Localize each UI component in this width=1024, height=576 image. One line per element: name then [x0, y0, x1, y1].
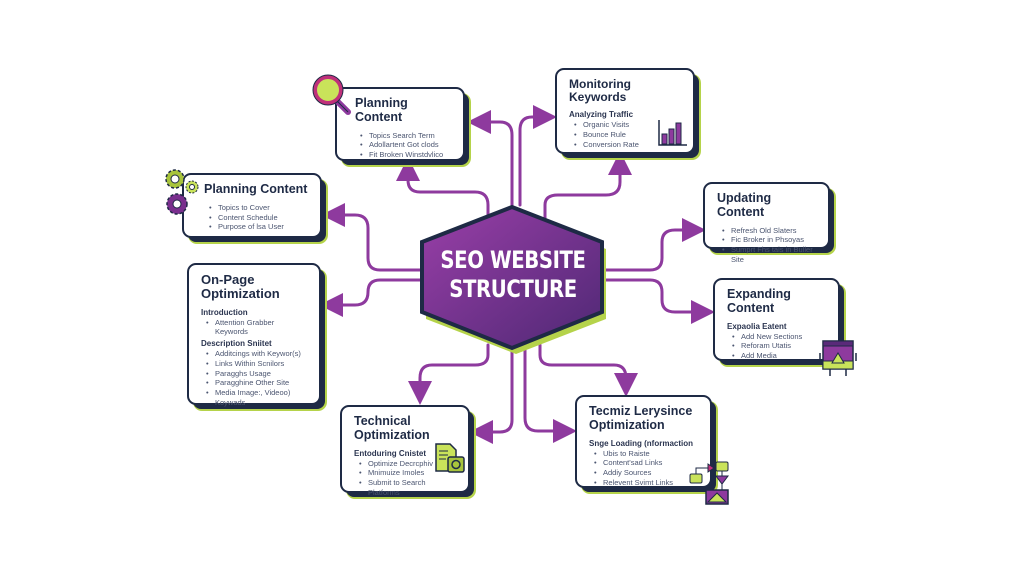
- arrow-onpage: [319, 278, 427, 317]
- gears-icon: [165, 169, 199, 215]
- list-item: Additcings with Keywor(s): [206, 349, 307, 359]
- list-item: Refresh Old Slaters: [722, 226, 816, 236]
- list-item: Reforam Utatis: [732, 341, 826, 351]
- list-item: Organic Visits: [574, 120, 681, 130]
- arrow-planning-top-side: [467, 110, 514, 207]
- card-subtitle: Snge Loading (nformaction: [589, 438, 693, 448]
- card-title: Updating Content: [717, 191, 772, 219]
- list-item: Content Schedule: [209, 213, 308, 223]
- list-item: Sumprt Fhs tais in Buller Site: [722, 245, 816, 265]
- list-item: Submit to Search Platforms: [359, 478, 456, 498]
- arrow-planning-left: [321, 203, 427, 272]
- card-title: On-Page Optimization: [201, 272, 280, 302]
- card-technical-optimization: Technical Optimization Entoduring Cniste…: [340, 405, 470, 497]
- card-subtitle: Introduction: [201, 307, 248, 317]
- card-planning-content-left: Planning Content Topics to Cover Content…: [182, 173, 322, 238]
- list-item: Conversion Rate: [574, 140, 681, 150]
- arrow-planning-top: [396, 157, 490, 217]
- card-planning-content-top: Planning Content Topics Search Term Adol…: [335, 87, 465, 161]
- list-item: Purpose of lsa User: [209, 222, 308, 232]
- list-item: Ubis to Raiste: [594, 449, 698, 459]
- card-monitoring-keywords: Monitoring Keywords Analyzing Traffic Or…: [555, 68, 695, 154]
- arrow-technical-side: [469, 348, 514, 444]
- list-item: Topics to Cover: [209, 203, 308, 213]
- card-subtitle: Entoduring Cnistet: [354, 448, 426, 458]
- card-subtitle: Expaolia Eatent: [727, 321, 787, 331]
- card-on-page-optimization: On-Page Optimization Introduction Attent…: [187, 263, 321, 408]
- magnifier-icon: [312, 74, 351, 115]
- document-settings-icon: [435, 443, 465, 473]
- center-title-line2: STRUCTURE: [449, 274, 577, 303]
- center-title: SEO WEBSITE STRUCTURE: [433, 246, 592, 304]
- card-title: Expanding Content: [727, 287, 791, 315]
- card-title: Monitoring Keywords: [569, 77, 631, 105]
- arrow-expanding: [603, 278, 715, 324]
- list-item: Mnimuize Imoles: [359, 468, 456, 478]
- list-item: Bounce Rule: [574, 130, 681, 140]
- arrow-technical: [408, 343, 490, 405]
- browser-window-icon: [819, 340, 857, 376]
- card-title: Technical Optimization: [354, 414, 430, 442]
- card-title: Tecmiz Lerysince Optimization: [589, 404, 693, 432]
- list-item: Paragghine Other Site: [206, 378, 307, 388]
- arrow-monitoring: [543, 151, 632, 220]
- card-title: Planning Content: [204, 182, 308, 196]
- arrow-updating: [603, 218, 706, 272]
- list-item: Topics Search Term: [360, 131, 451, 141]
- list-item: Paragghs Usage: [206, 369, 307, 379]
- arrow-monitoring-side: [518, 105, 557, 207]
- list-item: Content'sad Links: [594, 458, 698, 468]
- bar-chart-icon: [658, 120, 687, 146]
- list-item: Add Media: [732, 351, 826, 361]
- card-tecmiz-optimization: Tecmiz Lerysince Optimization Snge Loadi…: [575, 395, 712, 488]
- arrow-tecmiz-side: [523, 348, 577, 443]
- list-item: Adollartent Got clods: [360, 140, 451, 150]
- list-item: Links Within Scnilors: [206, 359, 307, 369]
- list-item: Fic Broker in Phsoyas: [722, 235, 816, 245]
- card-title: Planning Content: [355, 96, 408, 124]
- arrow-tecmiz-down: [538, 343, 638, 397]
- center-hexagon: [420, 204, 606, 354]
- card-expanding-content: Expanding Content Expaolia Eatent Add Ne…: [713, 278, 840, 361]
- list-item: Relevent Svimt Links: [594, 478, 698, 488]
- card-updating-content: Updating Content Refresh Old Slaters Fic…: [703, 182, 830, 264]
- list-item: Fit Broken Winstdvlico: [360, 150, 451, 160]
- card-subtitle: Description Sniitet: [201, 339, 272, 349]
- list-item: Add New Sections: [732, 332, 826, 342]
- card-subtitle: Analyzing Traffic: [569, 110, 634, 120]
- list-item: Optimize Decrcphiv: [359, 459, 456, 469]
- center-title-line1: SEO WEBSITE: [440, 246, 586, 274]
- flow-network-icon: [689, 461, 729, 505]
- list-item: Addiy Sources: [594, 468, 698, 478]
- list-item: Media Image:, Videoo) Koywads: [206, 388, 307, 408]
- list-item: Attention Grabber Keywords: [206, 318, 307, 338]
